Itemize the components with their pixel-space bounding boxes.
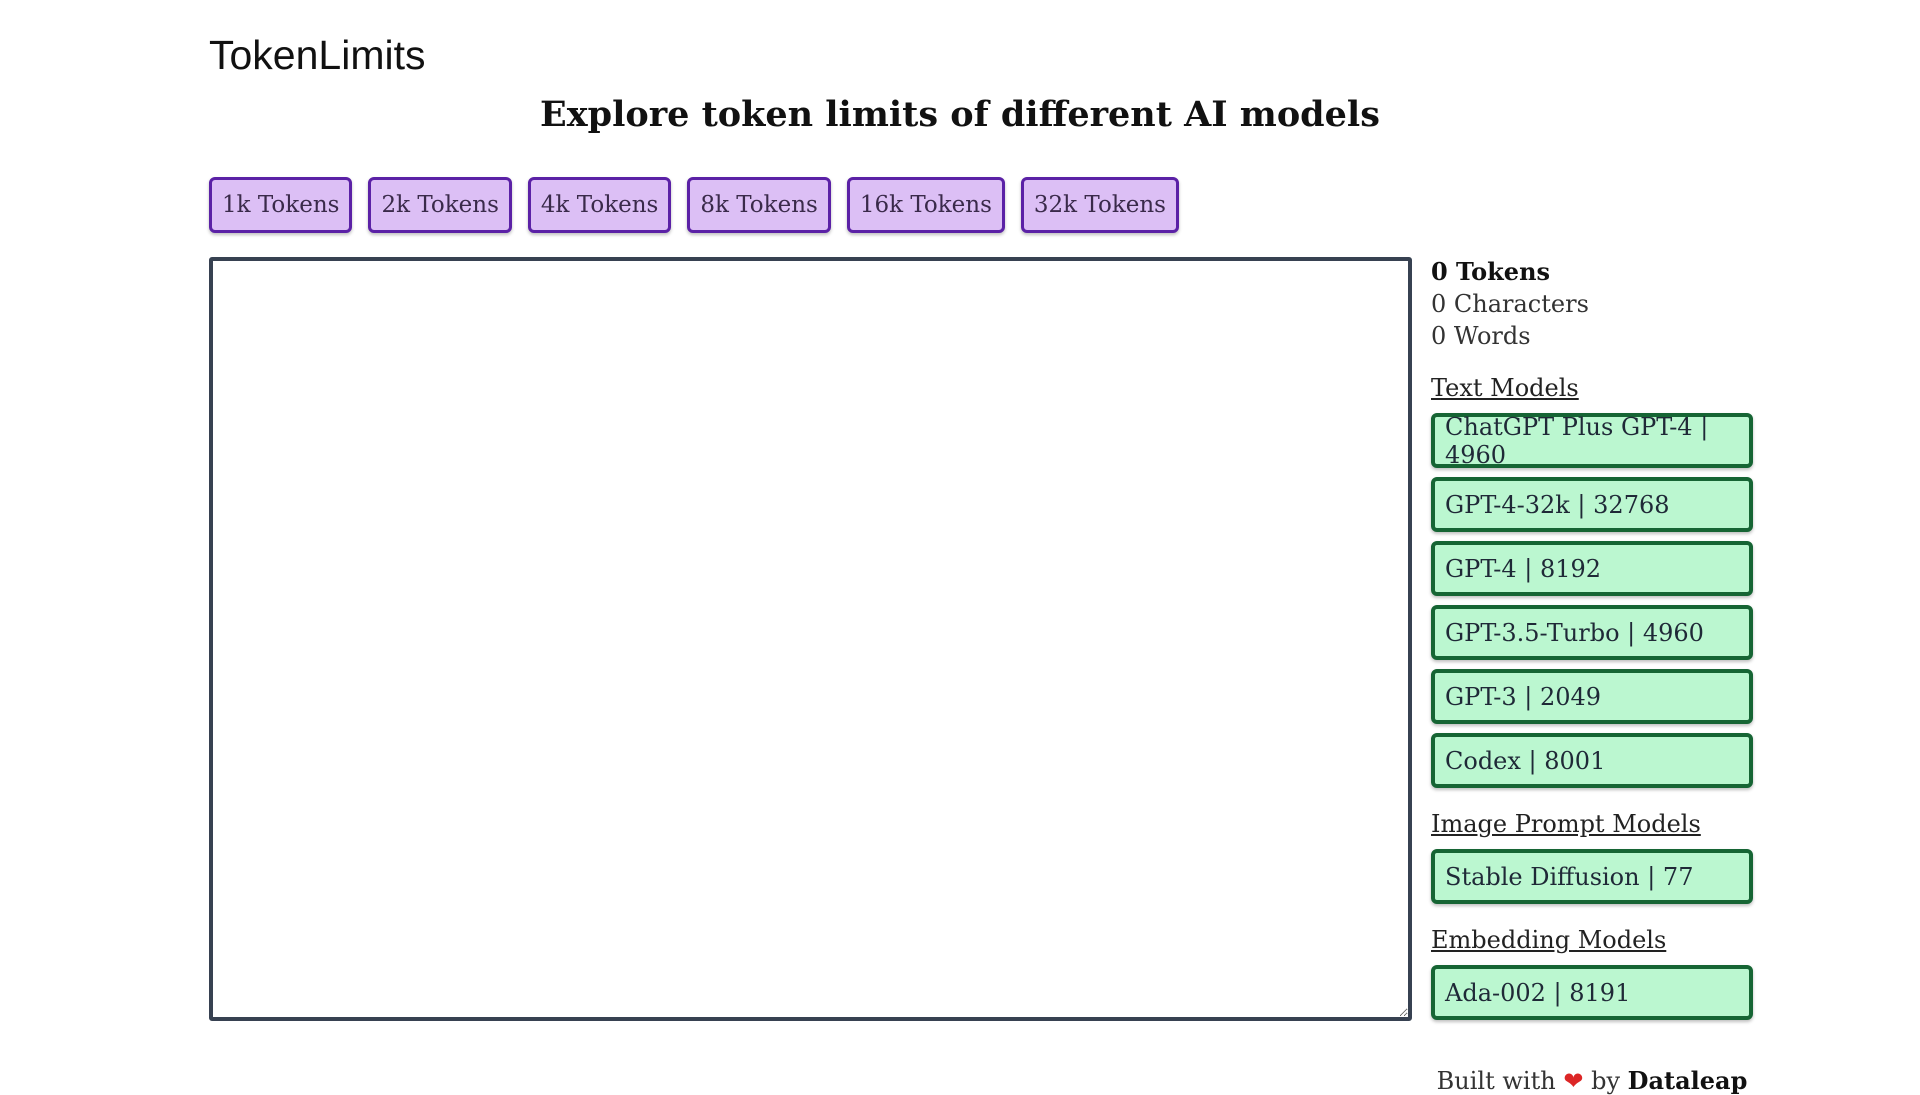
preset-1k-button[interactable]: 1k Tokens <box>209 177 353 233</box>
footer-prefix: Built with <box>1436 1067 1556 1095</box>
page-headline: Explore token limits of different AI mod… <box>540 94 1380 135</box>
model-gpt35-turbo-button[interactable]: GPT-3.5-Turbo | 4960 <box>1431 605 1753 660</box>
preset-32k-button[interactable]: 32k Tokens <box>1020 177 1179 233</box>
embedding-models-heading: Embedding Models <box>1431 926 1667 954</box>
text-models-heading: Text Models <box>1431 374 1579 402</box>
footer-credit: Built with ❤ by Dataleap <box>1431 1066 1753 1095</box>
image-models-heading: Image Prompt Models <box>1431 810 1701 838</box>
model-stable-diffusion-button[interactable]: Stable Diffusion | 77 <box>1431 849 1753 904</box>
dataleap-link[interactable]: Dataleap <box>1627 1066 1748 1095</box>
preset-2k-button[interactable]: 2k Tokens <box>368 177 512 233</box>
preset-8k-button[interactable]: 8k Tokens <box>687 177 831 233</box>
model-chatgpt-plus-gpt4-button[interactable]: ChatGPT Plus GPT-4 | 4960 <box>1431 413 1753 469</box>
token-count: 0 Tokens <box>1431 257 1551 286</box>
footer-by: by <box>1591 1067 1620 1095</box>
app-logo[interactable]: TokenLimits <box>209 32 426 78</box>
model-gpt4-32k-button[interactable]: GPT-4-32k | 32768 <box>1431 477 1753 532</box>
model-gpt4-button[interactable]: GPT-4 | 8192 <box>1431 541 1753 596</box>
stats-sidebar: 0 Tokens 0 Characters 0 Words Text Model… <box>1431 256 1761 1029</box>
preset-16k-button[interactable]: 16k Tokens <box>846 177 1005 233</box>
heart-icon: ❤ <box>1563 1067 1584 1095</box>
preset-4k-button[interactable]: 4k Tokens <box>527 177 672 233</box>
character-count: 0 Characters <box>1431 290 1589 318</box>
model-codex-button[interactable]: Codex | 8001 <box>1431 733 1753 788</box>
token-preset-bar: 1k Tokens 2k Tokens 4k Tokens 8k Tokens … <box>209 177 1179 233</box>
model-gpt3-button[interactable]: GPT-3 | 2049 <box>1431 669 1753 724</box>
word-count: 0 Words <box>1431 322 1531 350</box>
model-ada-002-button[interactable]: Ada-002 | 8191 <box>1431 965 1753 1020</box>
prompt-textarea[interactable] <box>209 257 1412 1021</box>
